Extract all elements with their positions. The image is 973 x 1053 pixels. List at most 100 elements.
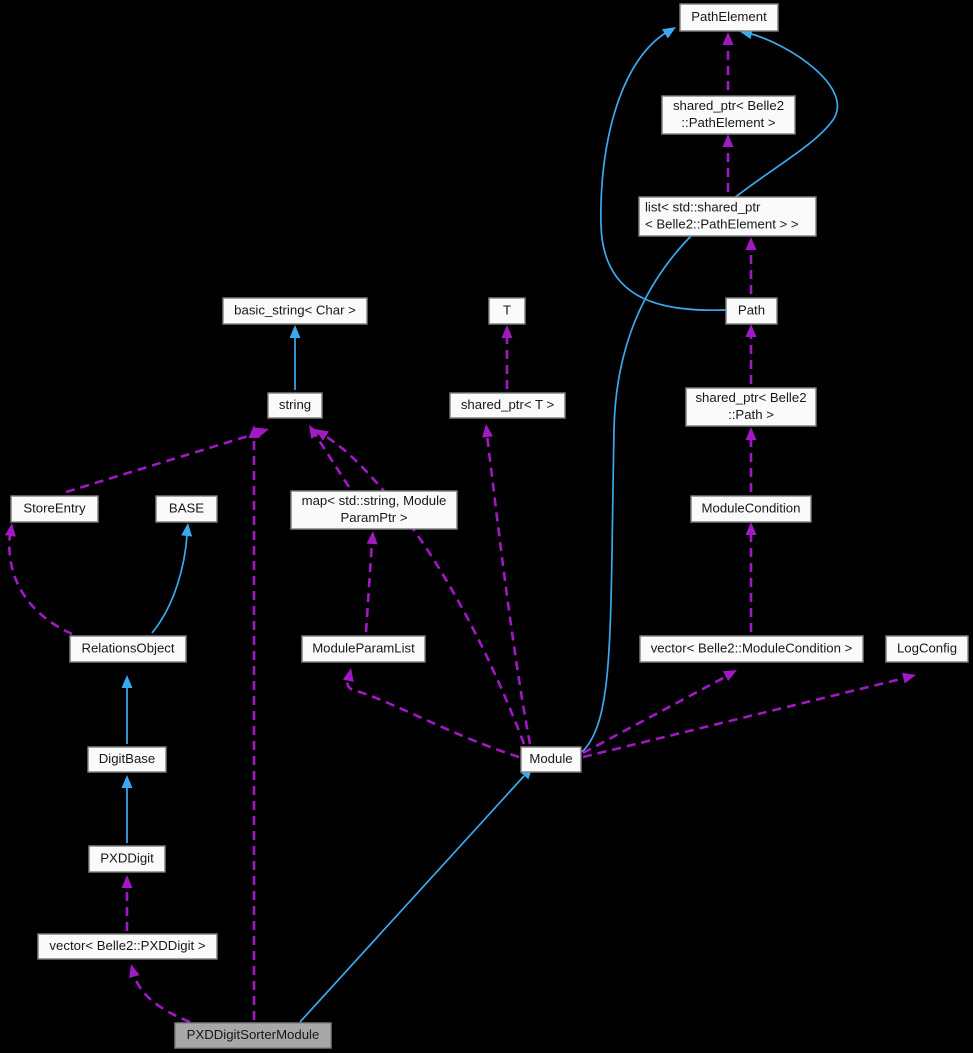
node-label-line: StoreEntry	[23, 500, 86, 515]
node-label-line: basic_string< Char >	[234, 302, 356, 317]
node-label-line: shared_ptr< T >	[461, 397, 555, 412]
node-label-line: shared_ptr< Belle2	[673, 98, 784, 113]
node-label-line: < Belle2::PathElement > >	[645, 216, 799, 231]
node-box[interactable]	[449, 392, 566, 419]
class-node-path[interactable]: Path	[725, 297, 778, 325]
arrowhead	[121, 875, 133, 888]
arrowhead	[254, 427, 269, 439]
inheritance-line	[581, 32, 839, 753]
node-box[interactable]	[520, 746, 582, 773]
node-box[interactable]	[690, 495, 812, 523]
class-node-pathelement[interactable]: PathElement	[679, 3, 779, 32]
node-box[interactable]	[290, 490, 458, 530]
node-box[interactable]	[638, 196, 817, 237]
usage-line	[8, 533, 73, 636]
edge-modulecondition-to-sharedptr_path	[745, 427, 757, 492]
arrowhead	[121, 775, 133, 788]
class-node-moduleparamlist[interactable]: ModuleParamList	[301, 635, 426, 663]
node-label-line: T	[503, 302, 511, 317]
edge-module-to-vector_modulecondition	[582, 670, 737, 755]
arrowhead	[722, 670, 737, 681]
usage-line	[345, 677, 520, 759]
node-box[interactable]	[725, 297, 778, 325]
node-label-line: shared_ptr< Belle2	[695, 390, 806, 405]
node-label-line: DigitBase	[99, 751, 155, 766]
arrowhead	[129, 964, 140, 978]
class-node-digitbase[interactable]: DigitBase	[87, 746, 167, 773]
edge-module-to-moduleparamlist	[342, 668, 520, 759]
usage-line	[582, 674, 728, 755]
node-box[interactable]	[37, 933, 218, 960]
node-box[interactable]	[174, 1022, 332, 1049]
class-node-vector_modulecondition[interactable]: vector< Belle2::ModuleCondition >	[639, 635, 864, 663]
inheritance-line	[299, 775, 525, 1023]
edge-pxddigitsortermodule-to-module	[299, 766, 533, 1023]
edge-module-to-string	[315, 429, 526, 745]
node-box[interactable]	[639, 635, 864, 663]
class-node-list_sharedptr_pathelement[interactable]: list< std::shared_ptr< Belle2::PathEleme…	[638, 196, 817, 237]
usage-line	[485, 434, 532, 745]
arrowhead	[181, 523, 193, 537]
class-node-string[interactable]: string	[267, 392, 323, 419]
node-box[interactable]	[488, 297, 526, 325]
node-box[interactable]	[885, 635, 969, 663]
class-node-pxddigitsortermodule[interactable]: PXDDigitSorterModule	[174, 1022, 332, 1049]
class-node-t[interactable]: T	[488, 297, 526, 325]
class-node-sharedptr_path[interactable]: shared_ptr< Belle2::Path >	[685, 387, 817, 427]
node-box[interactable]	[155, 495, 218, 523]
node-box[interactable]	[87, 746, 167, 773]
edge-path-to-list_sharedptr_pathelement	[745, 237, 757, 294]
class-node-storeentry[interactable]: StoreEntry	[10, 495, 99, 523]
node-box[interactable]	[679, 3, 779, 32]
node-label-line: Module	[529, 751, 572, 766]
edge-storeentry-to-string	[65, 427, 269, 494]
arrowhead	[745, 427, 757, 440]
class-node-base[interactable]: BASE	[155, 495, 218, 523]
edge-sharedptr_pathelement-to-pathelement	[722, 32, 734, 90]
arrowhead	[902, 672, 916, 684]
class-node-pxddigit[interactable]: PXDDigit	[88, 845, 166, 873]
edge-relationsobject-to-base	[151, 523, 193, 634]
node-box[interactable]	[10, 495, 99, 523]
node-box[interactable]	[222, 297, 368, 325]
usage-line	[132, 974, 191, 1024]
node-label-line: PathElement	[691, 9, 767, 24]
edge-sharedptr_t-to-t	[501, 325, 513, 389]
class-node-basic_string[interactable]: basic_string< Char >	[222, 297, 368, 325]
class-node-vector_pxddigit[interactable]: vector< Belle2::PXDDigit >	[37, 933, 218, 960]
node-label-line: ::Path >	[728, 407, 774, 422]
node-box[interactable]	[88, 845, 166, 873]
class-node-module[interactable]: Module	[520, 746, 582, 773]
node-label-line: LogConfig	[897, 640, 957, 655]
edge-string-to-basic_string	[289, 325, 301, 390]
node-box[interactable]	[267, 392, 323, 419]
node-box[interactable]	[685, 387, 817, 427]
node-box[interactable]	[301, 635, 426, 663]
edge-sharedptr_path-to-path	[745, 324, 757, 384]
class-node-modulecondition[interactable]: ModuleCondition	[690, 495, 812, 523]
arrowhead	[722, 32, 734, 45]
node-label-line: string	[279, 397, 311, 412]
node-label-line: vector< Belle2::PXDDigit >	[49, 938, 205, 953]
edge-pxddigit-to-digitbase	[121, 775, 133, 843]
arrowhead	[289, 325, 301, 338]
edge-digitbase-to-relationsobject	[121, 675, 133, 744]
usage-line	[582, 676, 906, 759]
arrowhead	[662, 27, 676, 39]
arrowhead	[121, 675, 133, 688]
edge-moduleparamlist-to-map_string_moduleparamptr	[364, 531, 378, 633]
class-node-sharedptr_pathelement[interactable]: shared_ptr< Belle2::PathElement >	[661, 95, 796, 135]
node-box[interactable]	[69, 635, 187, 663]
arrowhead	[501, 325, 513, 338]
class-node-relationsobject[interactable]: RelationsObject	[69, 635, 187, 663]
class-node-sharedptr_t[interactable]: shared_ptr< T >	[449, 392, 566, 419]
usage-line	[313, 433, 351, 488]
arrowhead	[342, 668, 354, 682]
node-label-line: ::PathElement >	[681, 115, 775, 130]
node-box[interactable]	[661, 95, 796, 135]
class-node-logconfig[interactable]: LogConfig	[885, 635, 969, 663]
node-label-line: BASE	[169, 500, 204, 515]
